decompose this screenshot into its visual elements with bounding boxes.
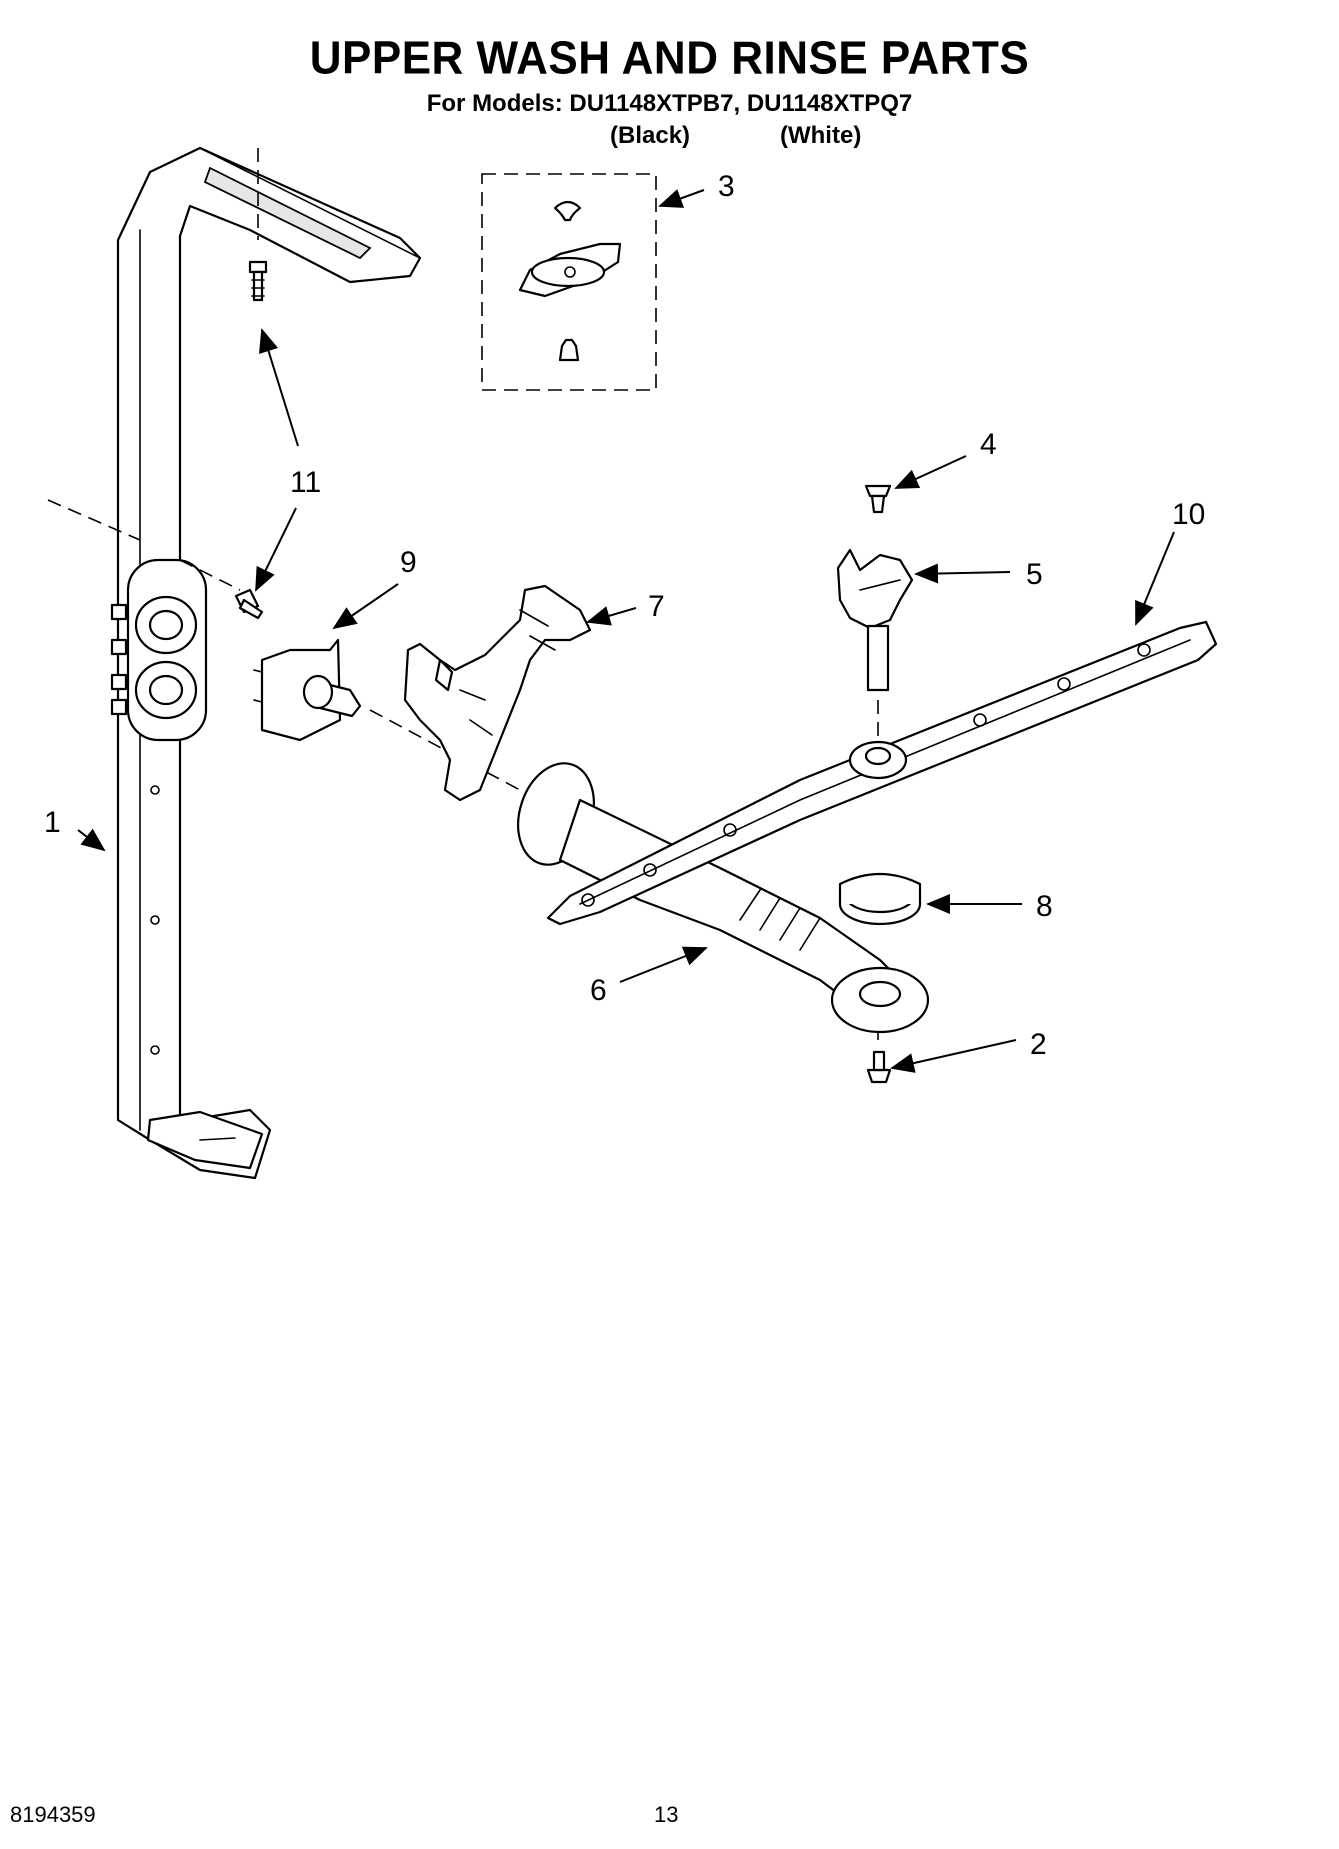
part-5-hub-clip xyxy=(836,548,914,692)
document-number: 8194359 xyxy=(10,1802,96,1827)
callout-3: 3 xyxy=(718,170,735,203)
callout-1: 1 xyxy=(44,806,61,839)
callout-7: 7 xyxy=(648,590,665,623)
callout-2: 2 xyxy=(1030,1028,1047,1061)
leader-lines xyxy=(77,189,1175,1073)
callout-5: 5 xyxy=(1026,558,1043,591)
callout-8: 8 xyxy=(1036,890,1053,923)
part-9-bracket xyxy=(253,638,362,742)
part-3-mount-kit xyxy=(481,173,657,391)
part-7-manifold-clip xyxy=(403,584,592,802)
part-2-screw xyxy=(866,1050,892,1084)
variant-white-label: (White) xyxy=(780,122,862,149)
part-11-screw-side xyxy=(234,588,264,620)
part-11-screw-top xyxy=(248,260,268,302)
part-4-screw xyxy=(864,484,892,514)
part-1-supply-tube xyxy=(110,146,422,1180)
callout-11: 11 xyxy=(290,466,321,499)
callout-6: 6 xyxy=(590,974,607,1007)
page-number: 13 xyxy=(654,1802,679,1827)
page-title: UPPER WASH AND RINSE PARTS xyxy=(309,32,1030,85)
callout-10: 10 xyxy=(1172,498,1205,531)
part-8-ring-nut xyxy=(838,872,922,926)
models-line: For Models: DU1148XTPB7, DU1148XTPQ7 xyxy=(426,90,913,117)
variant-black-label: (Black) xyxy=(610,122,691,149)
callout-9: 9 xyxy=(400,546,417,579)
callout-4: 4 xyxy=(980,428,997,461)
part-10-spray-arm xyxy=(546,620,1218,926)
